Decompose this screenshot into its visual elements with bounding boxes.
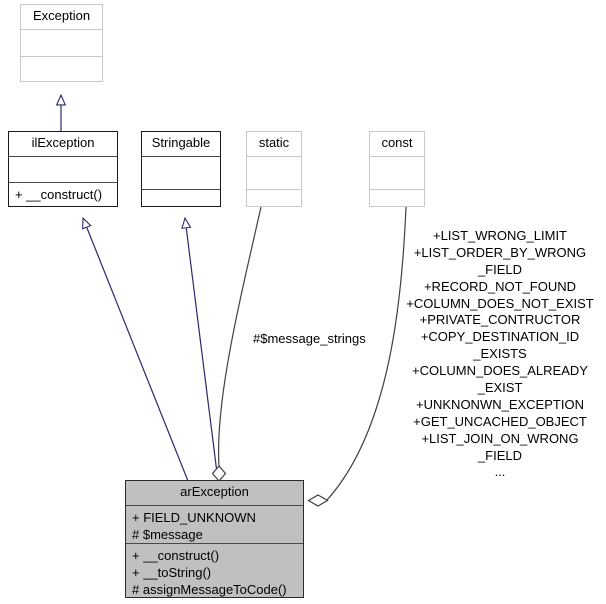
class-box-ilexception[interactable]: ilException + __construct() [8, 131, 118, 207]
aggregation-const-to-arexception [307, 206, 407, 507]
class-operations-arexception: + __construct() + __toString() # assignM… [132, 548, 287, 598]
class-operations-exception [21, 57, 102, 81]
class-name-const: const [370, 132, 424, 157]
generalization-arexception-to-ilexception [83, 218, 189, 482]
class-attributes-stringable [142, 157, 220, 190]
class-box-const[interactable]: const [369, 131, 425, 207]
class-name-exception: Exception [21, 5, 102, 30]
class-operations-ilexception: + __construct() [15, 186, 103, 202]
class-attributes-const [370, 157, 424, 190]
class-box-stringable[interactable]: Stringable [141, 131, 221, 207]
class-attributes-ilexception [9, 157, 117, 183]
aggregation-diamond-const [307, 494, 329, 507]
edge-label-message-strings: #$message_strings [253, 331, 366, 346]
class-box-static[interactable]: static [246, 131, 302, 207]
generalization-arexception-to-stringable [185, 218, 219, 482]
class-box-exception[interactable]: Exception [20, 4, 103, 82]
class-operations-stringable [142, 190, 220, 206]
class-attributes-exception [21, 30, 102, 58]
class-operations-static [247, 190, 301, 206]
class-operations-const [370, 190, 424, 206]
class-attributes-arexception: + FIELD_UNKNOWN # $message [126, 506, 303, 545]
class-box-arexception[interactable]: arException + FIELD_UNKNOWN # $message +… [125, 480, 304, 598]
class-name-static: static [247, 132, 301, 157]
aggregation-diamond-static [211, 465, 227, 482]
edge-label-const-members: +LIST_WRONG_LIMIT +LIST_ORDER_BY_WRONG _… [406, 228, 594, 480]
class-attributes-static [247, 157, 301, 190]
class-name-stringable: Stringable [142, 132, 220, 157]
class-name-ilexception: ilException [9, 132, 117, 157]
class-name-arexception: arException [126, 481, 303, 506]
